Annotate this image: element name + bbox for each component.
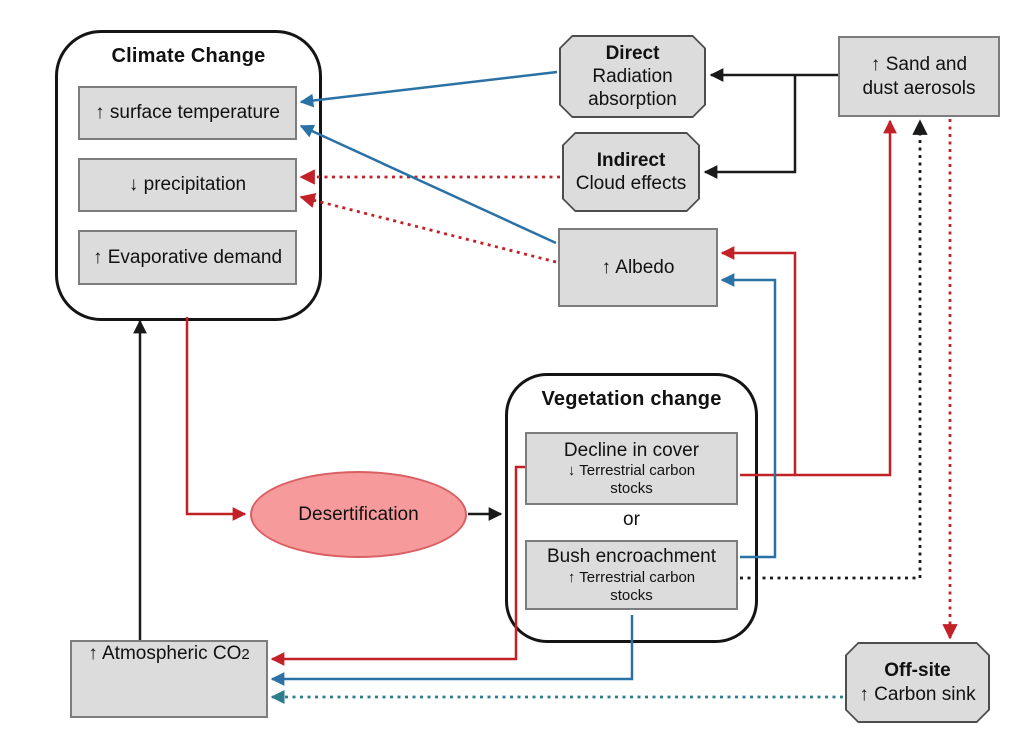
offsite-title: Off-site [884,660,951,682]
indirect-title: Indirect [596,149,666,171]
direct-line1: Radiation [592,65,673,87]
sand-dust-aerosols-box: ↑ Sand and dust aerosols [838,36,1000,117]
decline-sub2: stocks [610,480,653,498]
decline-sub1: ↓ Terrestrial carbon [567,462,696,480]
desertification-ellipse: Desertification [250,471,467,558]
or-label: or [623,509,640,530]
climate-change-group: Climate Change ↑ surface temperature ↓ p… [55,30,322,321]
decline-title: Decline in cover [563,439,700,461]
precipitation-label: ↓ precipitation [128,174,247,196]
vegetation-change-group: Vegetation change Decline in cover ↓ Ter… [505,373,758,643]
direct-title: Direct [605,42,660,64]
arrow-climate-to-desertification [185,317,247,521]
bush-title: Bush encroachment [547,546,716,568]
albedo-label: ↑ Albedo [601,256,675,278]
arrow-albedo-to-precipitation-dashed [299,192,557,264]
sand-line1: ↑ Sand and [870,54,968,76]
evaporative-demand-label: ↑ Evaporative demand [92,246,283,268]
bush-sub1: ↑ Terrestrial carbon [567,568,696,586]
arrow-direct-to-surface-temperature [299,70,558,108]
arrow-decline-to-sand [740,119,897,477]
direct-line2: absorption [588,89,677,111]
sand-line2: dust aerosols [862,77,976,99]
arrow-bush-to-sand-dashed [740,119,928,580]
arrow-albedo-to-surface-temperature [299,124,557,245]
precipitation-box: ↓ precipitation [78,158,297,212]
evaporative-demand-box: ↑ Evaporative demand [78,230,297,285]
atmospheric-co2-subscript: 2 [241,646,250,663]
direct-radiation-node: Direct Radiation absorption [559,35,706,118]
atmospheric-co2-label: ↑ Atmospheric CO [88,643,242,664]
offsite-carbon-sink-node: Off-site ↑ Carbon sink [845,642,990,723]
bush-sub2: stocks [610,586,653,604]
albedo-box: ↑ Albedo [558,228,718,307]
arrow-sand-to-indirect [703,75,797,179]
vegetation-change-title: Vegetation change [541,388,722,410]
surface-temperature-box: ↑ surface temperature [78,86,297,140]
decline-in-cover-box: Decline in cover ↓ Terrestrial carbon st… [525,432,738,505]
offsite-line1: ↑ Carbon sink [859,683,976,705]
indirect-line1: Cloud effects [575,173,687,194]
climate-change-title: Climate Change [111,45,266,67]
desertification-label: Desertification [298,503,419,525]
bush-encroachment-box: Bush encroachment ↑ Terrestrial carbon s… [525,540,738,610]
indirect-cloud-node: Indirect Cloud effects [562,132,700,212]
surface-temperature-label: ↑ surface temperature [95,102,280,124]
